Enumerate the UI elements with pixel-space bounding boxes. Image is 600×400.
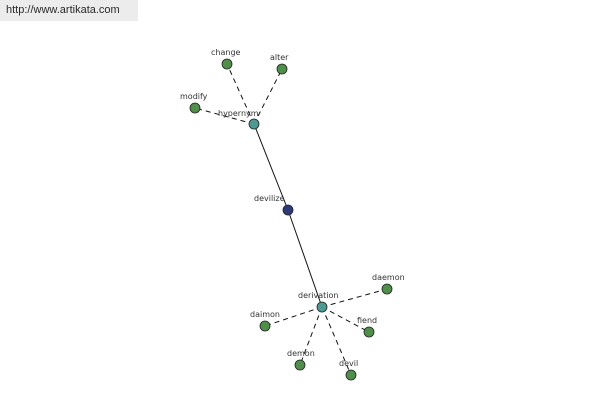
node-modify[interactable] xyxy=(189,102,201,114)
edge-hypernym-modify xyxy=(194,107,255,125)
nodes-layer xyxy=(189,58,393,381)
node-label-derivation[interactable]: derivation xyxy=(298,291,338,300)
node-label-fiend[interactable]: fiend xyxy=(357,316,377,325)
node-label-devil[interactable]: devil xyxy=(339,359,358,368)
site-url-banner[interactable]: http://www.artikata.com xyxy=(0,0,138,21)
node-label-change[interactable]: change xyxy=(211,48,241,57)
node-label-demon[interactable]: demon xyxy=(287,349,315,358)
node-daimon[interactable] xyxy=(259,320,271,332)
node-change[interactable] xyxy=(221,58,233,70)
node-devilize[interactable] xyxy=(282,204,294,216)
node-alter[interactable] xyxy=(276,63,288,75)
node-devil[interactable] xyxy=(345,369,357,381)
edge-hypernym-alter xyxy=(253,68,283,125)
node-label-modify[interactable]: modify xyxy=(180,92,208,101)
node-label-devilize[interactable]: devilize xyxy=(254,194,285,203)
node-demon[interactable] xyxy=(294,359,306,371)
node-derivation[interactable] xyxy=(316,301,328,313)
edge-devilize-hypernym xyxy=(253,123,289,211)
edge-devilize-derivation xyxy=(287,209,323,308)
edge-derivation-daemon xyxy=(321,288,388,308)
node-label-alter[interactable]: alter xyxy=(270,53,289,62)
edge-hypernym-change xyxy=(226,63,255,125)
edges-layer xyxy=(194,63,388,376)
edge-derivation-demon xyxy=(299,306,323,366)
labels-layer: devilize hypernym derivation change alter mod… xyxy=(180,48,405,368)
edge-derivation-daimon xyxy=(264,306,323,327)
node-label-daimon[interactable]: daimon xyxy=(250,310,280,319)
edge-derivation-devil xyxy=(321,306,352,376)
node-hypernym[interactable] xyxy=(248,118,260,130)
node-daemon[interactable] xyxy=(381,283,393,295)
node-label-hypernym[interactable]: hypernym xyxy=(218,109,259,118)
node-fiend[interactable] xyxy=(363,326,375,338)
node-label-daemon[interactable]: daemon xyxy=(372,273,405,282)
